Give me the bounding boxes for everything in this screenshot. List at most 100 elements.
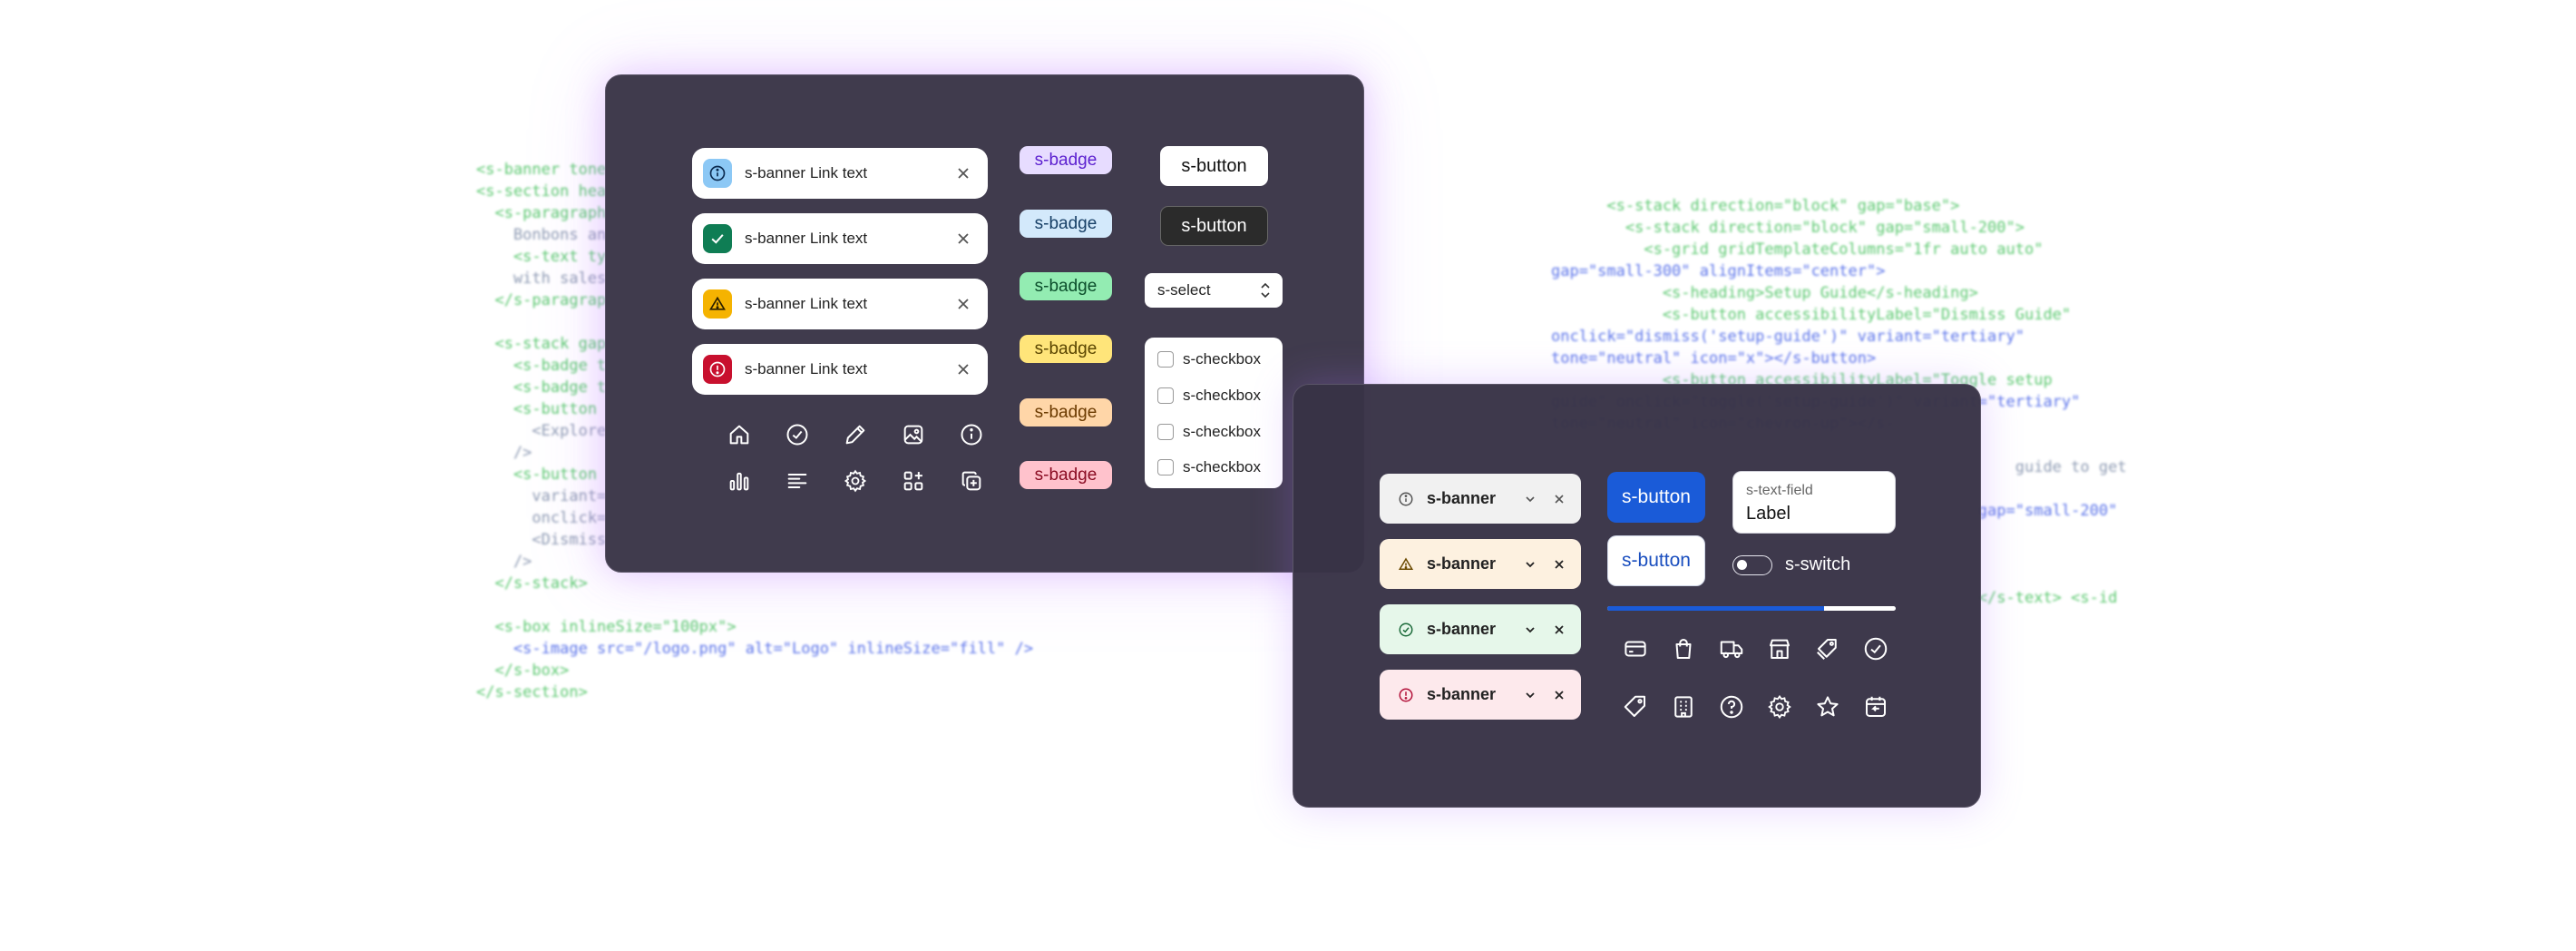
background-code-right: <s-stack direction="block" gap="base"> <… (1551, 195, 2127, 609)
star-icon (1803, 693, 1851, 721)
checkbox-label: s-checkbox (1183, 458, 1261, 476)
components-panel-1: s-banner Link text s-banner Link text s-… (605, 74, 1364, 573)
close-icon[interactable] (1550, 621, 1568, 639)
chevron-up-down-icon (1259, 280, 1272, 300)
check-circle-icon (1396, 620, 1416, 640)
alert-triangle-icon (703, 289, 732, 319)
select-label: s-select (1157, 281, 1211, 299)
settings-icon (826, 468, 884, 494)
banner-title: s-banner (1427, 685, 1497, 703)
button-secondary[interactable]: s-button (1160, 146, 1268, 186)
code-line: gap="small-300" alignItems="center"> (1551, 262, 1886, 280)
code-line: <s-box inlineSize="100px"> (476, 618, 737, 636)
checkbox[interactable]: s-checkbox (1157, 387, 1261, 405)
code-line: </s-text> <s-id (1977, 589, 2118, 607)
progress-bar (1607, 606, 1896, 611)
text-field[interactable]: s-text-field Label (1732, 471, 1896, 534)
banner-title: s-banner (1427, 554, 1497, 573)
progress-fill (1607, 606, 1824, 611)
button-primary-dark[interactable]: s-button (1160, 206, 1268, 246)
checkbox-box[interactable] (1157, 424, 1174, 440)
store-icon (1755, 635, 1803, 662)
banner-success[interactable]: s-banner Link text (692, 213, 988, 264)
chevron-down-icon[interactable] (1521, 621, 1539, 639)
code-line: <s-grid gridTemplateColumns="1fr auto au… (1551, 240, 2044, 259)
check-circle-icon (768, 422, 826, 447)
settings-icon (1755, 693, 1803, 721)
chevron-down-icon[interactable] (1521, 490, 1539, 508)
switch[interactable]: s-switch (1732, 554, 1850, 575)
alert-circle-icon (703, 355, 732, 384)
chevron-down-icon[interactable] (1521, 555, 1539, 574)
code-line: with sales (476, 270, 607, 288)
discount-tag-icon (1803, 635, 1851, 662)
code-line: <s-stack direction="block" gap="small-20… (1551, 219, 2025, 237)
code-line: <s-button accessibilityLabel="Dismiss Gu… (1551, 306, 2072, 324)
banner-critical[interactable]: s-banner (1380, 670, 1581, 720)
alert-triangle-icon (1396, 554, 1416, 574)
question-circle-icon (1707, 693, 1755, 721)
code-line: </s-stack> (476, 574, 588, 593)
code-line: gap="small-200" (1977, 502, 2118, 520)
price-tag-icon (1611, 693, 1659, 721)
bag-icon (1659, 635, 1707, 662)
banner-title: s-banner (1427, 489, 1497, 507)
code-line: <s-heading>Setup Guide</s-heading> (1551, 284, 1978, 302)
banner-warning[interactable]: s-banner Link text (692, 279, 988, 329)
badge: s-badge (1020, 210, 1112, 238)
badge: s-badge (1020, 335, 1112, 363)
code-line (476, 594, 1033, 616)
close-icon[interactable] (953, 163, 973, 183)
switch-track[interactable] (1732, 554, 1772, 575)
duplicate-icon (942, 468, 1000, 494)
close-icon[interactable] (953, 294, 973, 314)
checkbox-box[interactable] (1157, 459, 1174, 476)
checkbox[interactable]: s-checkbox (1157, 350, 1261, 368)
button-secondary[interactable]: s-button (1607, 535, 1705, 586)
code-line: guide to get (2015, 458, 2127, 476)
checkbox[interactable]: s-checkbox (1157, 458, 1261, 476)
banner-info[interactable]: s-banner (1380, 474, 1581, 524)
close-icon[interactable] (953, 359, 973, 379)
delivery-truck-icon (1707, 635, 1755, 662)
checkbox-label: s-checkbox (1183, 423, 1261, 440)
code-line: <s-image src="/logo.png" alt="Logo" inli… (476, 640, 1034, 658)
badge: s-badge (1020, 146, 1112, 174)
close-icon[interactable] (1550, 490, 1568, 508)
badge: s-badge (1020, 272, 1112, 300)
banner-text: s-banner Link text (745, 230, 868, 247)
checkbox[interactable]: s-checkbox (1157, 423, 1261, 441)
credit-card-icon (1611, 635, 1659, 662)
checkbox-box[interactable] (1157, 351, 1174, 368)
check-circle-icon (1851, 635, 1899, 662)
calendar-return-icon (1851, 693, 1899, 721)
code-line: /> (476, 444, 532, 462)
code-line: <s-paragraph> (476, 204, 616, 222)
image-icon (884, 422, 942, 447)
badge: s-badge (1020, 398, 1112, 426)
checkbox-box[interactable] (1157, 387, 1174, 404)
text-field-value[interactable]: Label (1746, 504, 1791, 524)
code-line: </s-paragraph> (476, 291, 625, 309)
code-line: <s-button (476, 466, 598, 484)
switch-knob (1737, 559, 1747, 570)
code-line: <s-stack direction="block" gap="base"> (1551, 197, 1960, 215)
banner-info[interactable]: s-banner Link text (692, 148, 988, 199)
banner-text: s-banner Link text (745, 360, 868, 377)
check-icon (703, 224, 732, 253)
chevron-down-icon[interactable] (1521, 686, 1539, 704)
home-icon (710, 422, 768, 447)
button-primary[interactable]: s-button (1607, 472, 1705, 523)
close-icon[interactable] (1550, 555, 1568, 574)
building-icon (1659, 693, 1707, 721)
close-icon[interactable] (1550, 686, 1568, 704)
select-field[interactable]: s-select (1145, 273, 1283, 308)
badge: s-badge (1020, 461, 1112, 489)
close-icon[interactable] (953, 229, 973, 249)
banner-success[interactable]: s-banner (1380, 604, 1581, 654)
alert-circle-icon (1396, 685, 1416, 705)
info-icon (942, 422, 1000, 447)
code-line: tone="neutral" icon="x"></s-button> (1551, 349, 1877, 368)
banner-critical[interactable]: s-banner Link text (692, 344, 988, 395)
banner-warning[interactable]: s-banner (1380, 539, 1581, 589)
